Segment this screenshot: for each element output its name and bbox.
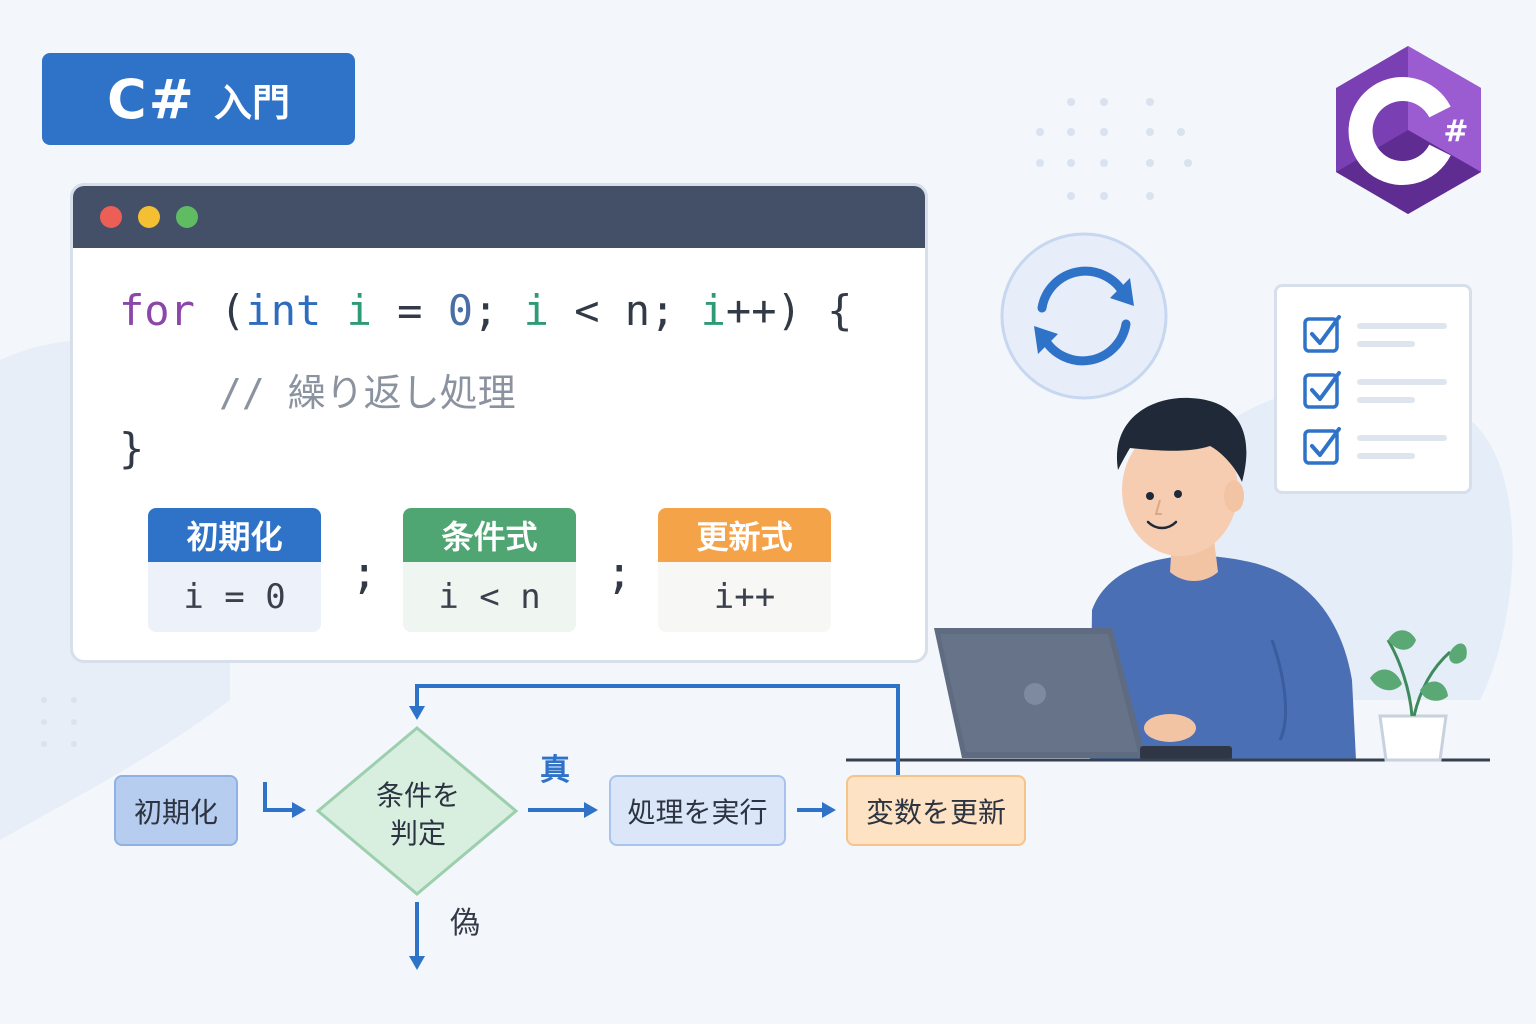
code-window: for (int i = 0; i < n; i++) { // 繰り返し処理 … [70,183,928,663]
flow-condition-line1: 条件を [375,779,460,812]
code-comment: // 繰り返し処理 [219,371,516,415]
checklist-card [1274,284,1472,494]
part-initializer-label: 初期化 [148,508,321,562]
separator-1: ; [351,548,378,599]
flow-false-label: 偽 [450,906,480,941]
keyword-for: for [119,286,195,335]
code-line-for: for (int i = 0; i < n; i++) { [119,286,852,335]
separator-2: ; [606,548,633,599]
code-number-zero: 0 [447,286,474,335]
part-condition-label: 条件式 [403,508,576,562]
csharp-logo: # [1336,46,1481,214]
code-increment-close: ++) { [725,286,853,335]
flow-node-condition: 条件を 判定 [338,772,498,858]
code-open-paren: ( [194,286,246,335]
part-update-expr: i++ [658,562,831,632]
part-condition: 条件式 i < n [403,508,576,632]
flow-node-execute: 処理を実行 [609,775,786,846]
dot-grid-decoration [41,98,1192,747]
flow-node-update: 変数を更新 [846,775,1026,846]
window-close-dot [100,206,122,228]
plant-icon [1370,630,1467,762]
flow-true-label: 真 [540,753,570,788]
part-update: 更新式 i++ [658,508,831,632]
checkbox-checked-icon [1303,371,1447,409]
flow-arrowheads [292,706,836,970]
title-sub: 入門 [213,80,290,125]
code-lt-n: < n; [548,286,701,335]
part-condition-expr: i < n [403,562,576,632]
checkbox-checked-icon [1303,427,1447,465]
window-minimize-dot [138,206,160,228]
window-maximize-dot [176,206,198,228]
code-var-i: i [321,286,372,335]
part-update-label: 更新式 [658,508,831,562]
code-semicolon: ; [473,286,524,335]
keyword-int: int [245,286,322,335]
person-at-laptop [934,397,1356,760]
title-main: C# [107,67,196,131]
flow-node-init: 初期化 [114,775,238,846]
part-initializer-expr: i = 0 [148,562,321,632]
window-title-bar [73,186,925,248]
part-initializer: 初期化 i = 0 [148,508,321,632]
flow-condition-line2: 判定 [389,817,446,850]
title-badge: C# 入門 [42,53,355,145]
code-assign: = [371,286,448,335]
code-var-i-cond: i [523,286,549,335]
svg-text:#: # [1443,114,1468,149]
code-close-brace: } [119,424,145,473]
code-var-i-inc: i [700,286,726,335]
checkbox-checked-icon [1303,315,1447,353]
refresh-icon [1000,232,1168,400]
condition-diamond [315,726,519,896]
